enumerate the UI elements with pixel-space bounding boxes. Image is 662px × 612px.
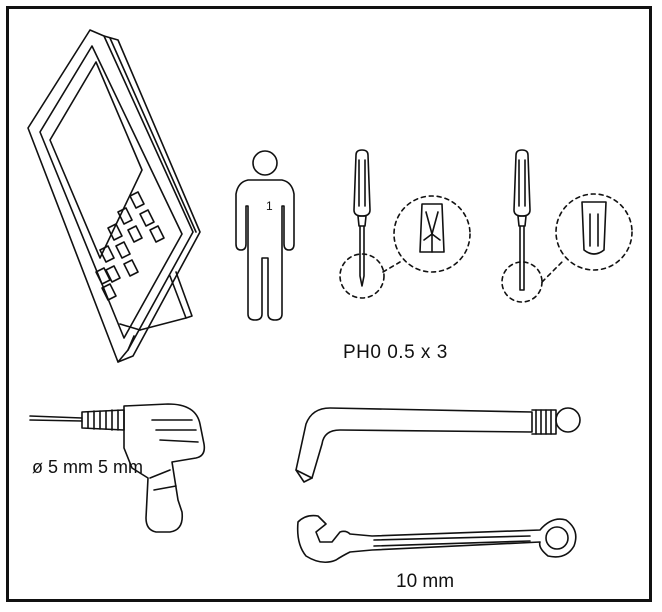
person-count-label: 1 [266, 199, 273, 213]
drill-icon [29, 403, 206, 533]
indoor-monitor-icon [27, 29, 201, 363]
hex-key-icon [295, 407, 581, 483]
phillips-screwdriver-icon [339, 149, 471, 299]
flat-screwdriver-icon [501, 149, 633, 303]
combination-wrench-icon [296, 514, 577, 564]
drill-bit-label: ø 5 mm 5 mm [32, 457, 143, 477]
person-icon [235, 150, 295, 321]
screwdriver-size-label: PH0 0.5 x 3 [343, 342, 448, 363]
wrench-size-label: 10 mm [396, 571, 455, 592]
